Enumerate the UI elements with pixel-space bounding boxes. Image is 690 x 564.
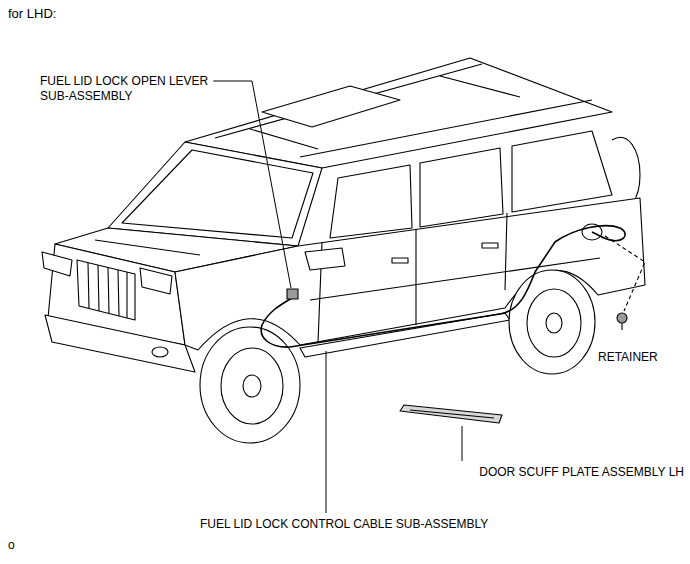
- front-hub: [243, 375, 261, 397]
- scuff-plate: [400, 405, 502, 423]
- grille: [77, 260, 135, 320]
- part-name: RETAINER: [598, 350, 658, 365]
- retainer-stem: [621, 323, 622, 330]
- roof-rail: [215, 64, 482, 138]
- roof-rail-bar: [440, 76, 520, 97]
- door-handle: [482, 243, 498, 248]
- part-name: FUEL LID LOCK OPEN LEVER SUB-ASSEMBLY: [40, 74, 240, 104]
- grille-bars: [88, 263, 127, 318]
- headlight: [140, 268, 172, 294]
- control-cable: [261, 226, 625, 347]
- windshield: [108, 142, 322, 246]
- rear-hub: [546, 313, 562, 333]
- rear-rim: [527, 289, 581, 357]
- front-door-window: [330, 165, 412, 238]
- front-wheel: [200, 327, 300, 443]
- rear-door-window: [420, 148, 503, 227]
- hood-crease: [95, 240, 200, 255]
- dashed-pointer: [605, 236, 645, 311]
- door-line: [505, 213, 507, 290]
- figure-mark: o: [8, 538, 15, 553]
- windshield-edge: [122, 150, 313, 238]
- leader-line: [326, 351, 327, 513]
- retainer-symbol: [617, 313, 627, 323]
- headlight: [42, 252, 72, 276]
- leader-line: [462, 426, 463, 461]
- roof-rail-bar: [250, 129, 318, 149]
- rear-wheel: [509, 270, 595, 374]
- running-board: [300, 313, 510, 357]
- door-line: [415, 229, 416, 325]
- sunroof: [262, 86, 400, 127]
- part-name: DOOR SCUFF PLATE ASSEMBLY LH: [479, 465, 684, 480]
- scuff-plate-stripe: [410, 410, 494, 418]
- front-rim: [221, 348, 283, 424]
- quarter-window: [512, 131, 612, 212]
- door-handle: [392, 258, 408, 263]
- fog-light: [152, 347, 168, 357]
- part-name: FUEL LID LOCK CONTROL CABLE SUB-ASSEMBLY: [200, 517, 488, 532]
- front-bumper: [45, 315, 195, 372]
- mirror: [305, 248, 345, 270]
- open-lever: [287, 289, 298, 299]
- leader-line: [213, 81, 291, 288]
- spare-tire: [612, 137, 640, 208]
- figure-title: for LHD:: [8, 6, 56, 22]
